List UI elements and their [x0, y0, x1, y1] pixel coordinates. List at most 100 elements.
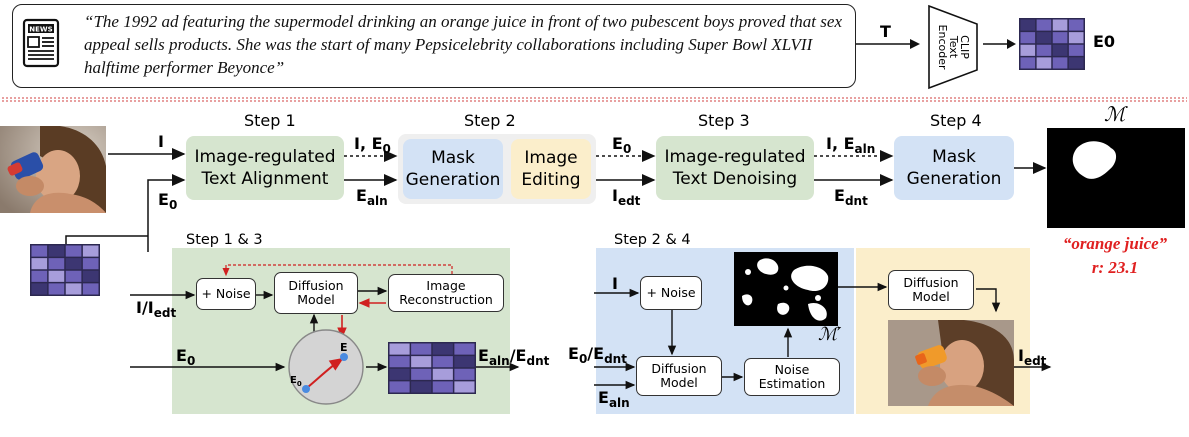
embedding-cell [65, 283, 82, 295]
label-Iedt: Iedt [612, 186, 641, 208]
d24-ealn-label: Ealn [598, 388, 630, 410]
embedding-cell [48, 258, 65, 270]
d24-i-label: I [612, 274, 618, 293]
embedding-cell [432, 356, 453, 368]
embedding-cell [1068, 44, 1084, 56]
embedding-cell [432, 381, 453, 393]
m-prime-symbol: ℳ′ [818, 324, 842, 345]
e0-top-label: E0 [1093, 32, 1116, 51]
embedding-cell [454, 381, 475, 393]
embedding-cell [1052, 32, 1068, 44]
detail24-arrows [594, 282, 1052, 390]
embedding-to-step1-connector [65, 235, 148, 244]
embedding-cell [411, 356, 432, 368]
embedding-cell [82, 258, 99, 270]
d13-e0-label: E0 [176, 346, 196, 368]
embedding-cell [1068, 19, 1084, 31]
encoder-line-1: CLIP [958, 35, 971, 59]
clip-text-encoder: CLIP Text Encoder [928, 4, 978, 90]
d13-output-label: Ealn/Ednt [478, 346, 550, 368]
detail13-arrows: E E0 [130, 264, 520, 405]
embedding-cell [389, 368, 410, 380]
embedding-cell [454, 343, 475, 355]
embedding-cell [411, 368, 432, 380]
embedding-cell [65, 258, 82, 270]
embedding-cell [82, 270, 99, 282]
embedding-cell [454, 368, 475, 380]
embedding-cell [1068, 32, 1084, 44]
label-E0-step2: E0 [612, 134, 632, 156]
label-Ealn: Ealn [356, 186, 388, 208]
embedding-cell [48, 245, 65, 257]
circle-e-label: E [340, 341, 348, 354]
mask-symbol: ℳ [1104, 102, 1126, 126]
caption-box [12, 4, 856, 88]
embedding-cell [432, 368, 453, 380]
t-label: T [880, 22, 891, 41]
embedding-cell [1036, 57, 1052, 69]
encoder-line-2: Text [947, 35, 960, 59]
section-separator [2, 97, 1187, 102]
step-1-3-label: Step 1 & 3 [186, 232, 263, 248]
embedding-cell [411, 381, 432, 393]
embedding-cell [1020, 32, 1036, 44]
input-embedding-e0 [30, 244, 100, 296]
embedding-cell [389, 381, 410, 393]
d13-input-label: I/Iedt [136, 298, 177, 320]
noise-mask-m-prime [734, 252, 838, 326]
step-1-label: Step 1 [244, 111, 296, 130]
news-icon-text: NEWS [29, 26, 52, 34]
embedding-cell [1020, 44, 1036, 56]
label-E0-input: E0 [158, 190, 178, 212]
text-embedding-e0 [1019, 18, 1085, 70]
embedding-cell [65, 245, 82, 257]
step-3-label: Step 3 [698, 111, 750, 130]
step-2-label: Step 2 [464, 111, 516, 130]
circle-e0-label: E0 [290, 375, 302, 388]
edited-image [888, 320, 1014, 406]
label-I-Ealn: I, Ealn [826, 134, 876, 156]
news-caption-quote: “The 1992 ad featuring the supermodel dr… [84, 12, 842, 77]
embedding-cell [411, 343, 432, 355]
embedding-cell [1036, 44, 1052, 56]
d24-noise-box: + Noise [640, 276, 702, 310]
embedding-cell [65, 270, 82, 282]
step-4-label: Step 4 [930, 111, 982, 130]
label-I-E0: I, E0 [354, 134, 391, 156]
newspaper-icon: NEWS [22, 18, 60, 68]
embedding-cell [1052, 44, 1068, 56]
result-phrase: “orange juice” [1062, 234, 1168, 253]
input-image [0, 126, 106, 213]
pipeline-arrows [108, 148, 1047, 252]
embedding-cell [1020, 57, 1036, 69]
embedding-cell [432, 343, 453, 355]
embedding-cell [31, 270, 48, 282]
label-I: I [158, 132, 164, 151]
result-score: r: 23.1 [1091, 258, 1139, 277]
embedding-cell [48, 270, 65, 282]
encoder-line-3: Encoder [936, 25, 949, 70]
d13-output-embedding [388, 342, 476, 394]
mask-output [1047, 128, 1185, 228]
embedding-cell [1036, 19, 1052, 31]
d24-iedt-label: Iedt [1018, 346, 1047, 368]
embedding-cell [1052, 19, 1068, 31]
embedding-cell [1036, 32, 1052, 44]
embedding-cell [1068, 57, 1084, 69]
d13-noise-box: + Noise [196, 278, 256, 310]
embedding-cell [48, 283, 65, 295]
embedding-cell [389, 356, 410, 368]
caption-to-encoder-arrow [856, 39, 920, 49]
embedding-cell [82, 283, 99, 295]
